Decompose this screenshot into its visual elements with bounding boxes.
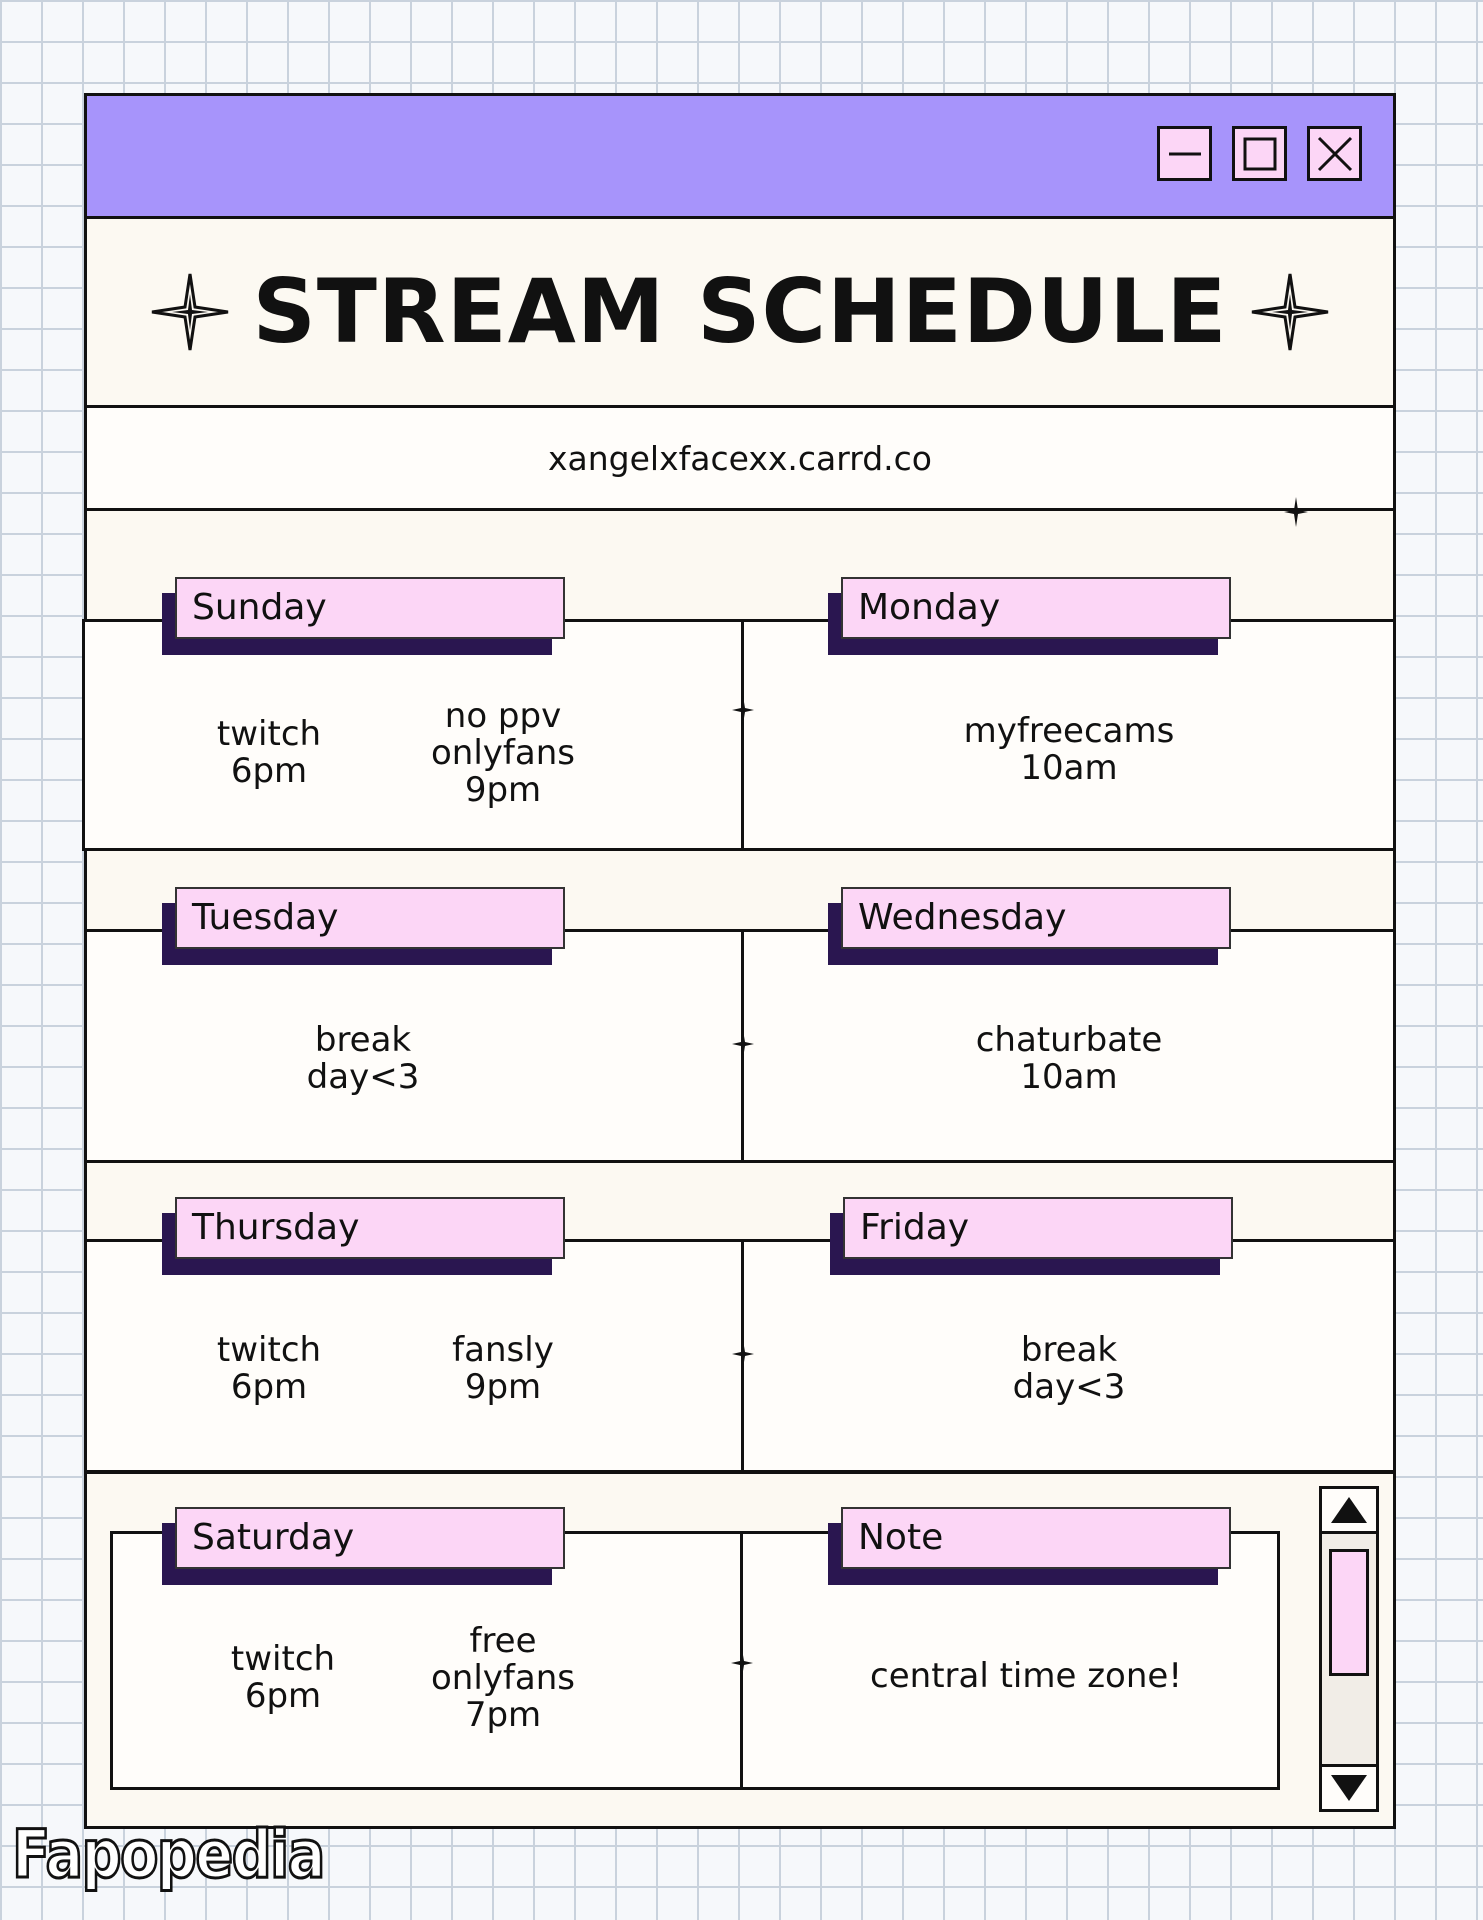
day-tag-friday: Friday	[830, 1197, 1233, 1275]
sparkle-icon	[732, 696, 754, 724]
day-tag-wednesday: Wednesday	[828, 887, 1231, 965]
day-tag-sunday: Sunday	[162, 577, 565, 655]
title-bar	[87, 96, 1393, 219]
divider	[87, 1470, 1393, 1473]
sparkle-icon	[731, 1649, 753, 1677]
note-entry: central time zone!	[870, 1656, 1182, 1696]
maximize-button[interactable]	[1232, 126, 1287, 181]
scrollbar[interactable]	[1319, 1486, 1379, 1812]
watermark-logo: Fapopedia	[11, 1815, 327, 1895]
minimize-button[interactable]	[1157, 126, 1212, 181]
sparkle-icon	[1251, 273, 1328, 350]
maximize-icon	[1243, 137, 1276, 170]
sparkle-icon	[1284, 497, 1308, 527]
scroll-down-button[interactable]	[1322, 1764, 1376, 1809]
day-tag-tuesday: Tuesday	[162, 887, 565, 965]
heading: STREAM SCHEDULE	[87, 219, 1393, 404]
sparkle-icon	[732, 1030, 754, 1058]
page-title: STREAM SCHEDULE	[252, 260, 1228, 363]
row-tuesday-wednesday	[84, 929, 1396, 1163]
close-icon	[1317, 136, 1352, 171]
minimize-icon	[1168, 152, 1201, 155]
row-sunday-monday	[82, 619, 1396, 851]
close-button[interactable]	[1307, 126, 1362, 181]
scroll-thumb[interactable]	[1329, 1549, 1369, 1676]
day-tag-saturday: Saturday	[162, 1507, 565, 1585]
row-thursday-friday	[84, 1239, 1396, 1474]
sparkle-icon	[152, 273, 229, 350]
day-tag-note: Note	[828, 1507, 1231, 1585]
scroll-up-button[interactable]	[1322, 1489, 1376, 1534]
url-row: xangelxfacexx.carrd.co	[87, 405, 1393, 511]
day-tag-thursday: Thursday	[162, 1197, 565, 1275]
schedule-window: STREAM SCHEDULE xangelxfacexx.carrd.co S…	[82, 93, 1396, 1829]
arrow-down-icon	[1331, 1775, 1367, 1801]
sparkle-icon	[732, 1340, 754, 1368]
url-link[interactable]: xangelxfacexx.carrd.co	[548, 438, 932, 478]
divider	[741, 619, 744, 851]
arrow-up-icon	[1331, 1497, 1367, 1523]
day-tag-monday: Monday	[828, 577, 1231, 655]
